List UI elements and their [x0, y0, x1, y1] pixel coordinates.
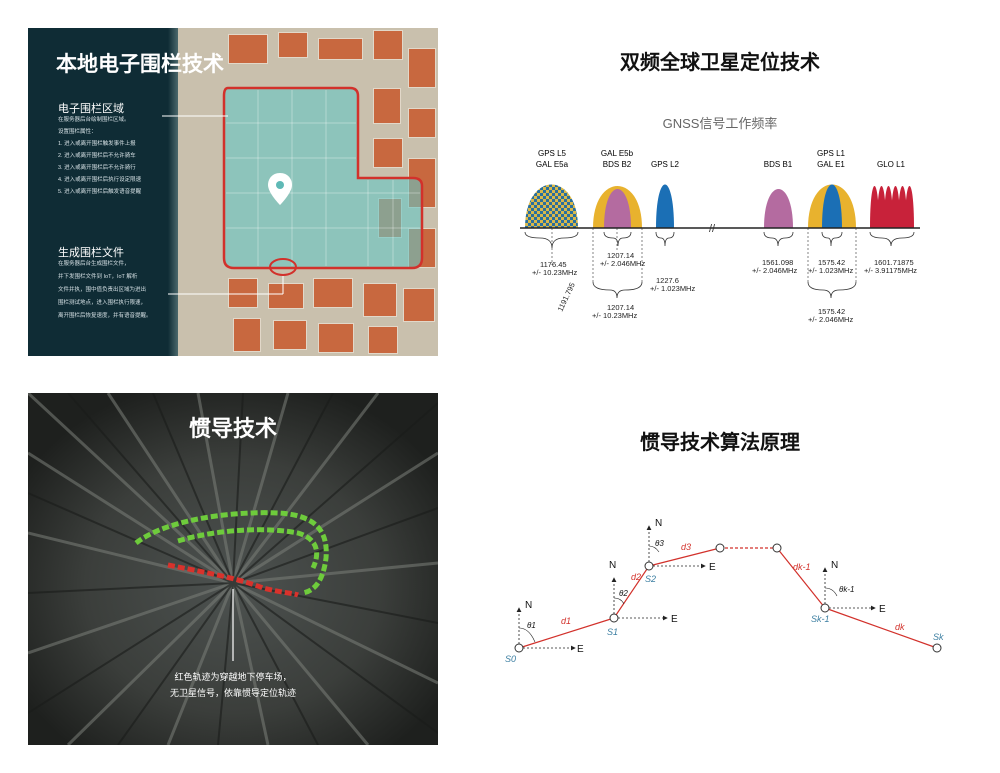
distance-label: d2: [631, 572, 641, 582]
freq-value: 1207.14: [607, 303, 634, 312]
signal-label: BDS B2: [603, 160, 632, 169]
freq-bw: +/- 2.046MHz: [752, 266, 797, 275]
map-building: [228, 34, 268, 64]
area-heading: 电子围栏区域: [58, 103, 124, 115]
algo-title: 惯导技术算法原理: [640, 432, 800, 454]
map-building: [318, 38, 363, 60]
spectrum-gps-l1: [822, 184, 842, 228]
aerial-city: [28, 393, 438, 745]
ins-title: 惯导技术: [188, 416, 277, 441]
freq-bw: +/- 2.046MHz: [600, 259, 645, 268]
map-building: [403, 288, 435, 322]
angle-label: θ1: [527, 621, 536, 630]
map-building: [373, 88, 401, 124]
ins-algorithm-diagram: N E N E N E N E d1 d2 d3 dk-1 dk θ1 θ2 θ…: [505, 518, 944, 664]
map-building: [268, 283, 304, 309]
map-building: [313, 278, 353, 308]
geofence-panel: 本地电子围栏技术 电子围栏区域 在服务器后台绘制围栏区域。 设置围栏属性： 1.…: [28, 28, 438, 356]
freq-bw: +/- 10.23MHz: [532, 268, 577, 277]
spectrum-gps-l2: [656, 184, 674, 228]
node-s3: [715, 543, 725, 553]
map-building: [228, 278, 258, 308]
green-trajectory: [134, 510, 329, 596]
gnss-chart-title: GNSS信号工作频率: [663, 116, 778, 131]
node-s4: [772, 543, 782, 553]
state-label: S0: [505, 654, 516, 664]
signal-label: GAL E5b: [601, 149, 634, 158]
state-label: S1: [607, 627, 618, 637]
distance-label: d1: [561, 616, 571, 626]
distance-label: d3: [681, 542, 691, 552]
east-label: E: [879, 604, 886, 615]
north-label: N: [655, 518, 662, 529]
north-label: N: [525, 600, 532, 611]
area-lines: 在服务器后台绘制围栏区域。 设置围栏属性： 1. 进入或离开围栏触发事件上报 2…: [58, 117, 142, 195]
angle-label: θ3: [655, 539, 664, 548]
map-building: [273, 320, 307, 350]
freq-value: 1176.45: [540, 260, 567, 269]
freq-value: 1227.6: [656, 276, 679, 285]
node-s1: [609, 613, 619, 623]
node-s0: [514, 643, 524, 653]
node-sk: [932, 643, 942, 653]
spectrum-glo-l1: [870, 186, 914, 228]
freq-bw: +/- 1.023MHz: [808, 266, 853, 275]
freq-value: 1575.42: [818, 258, 845, 267]
freq-value: 1561.098: [762, 258, 793, 267]
map-building: [373, 30, 403, 60]
axis-break: //: [709, 223, 716, 235]
map-building: [368, 326, 398, 354]
map-building: [363, 283, 397, 317]
ins-panel: 惯导技术 红色轨迹为穿越地下停车场， 无卫星信号，依靠惯导定位轨迹: [28, 393, 438, 745]
gnss-title: 双频全球卫星定位技术: [620, 52, 820, 74]
node-s2: [644, 561, 654, 571]
signal-label: GPS L1: [817, 149, 846, 158]
map-building: [373, 138, 403, 168]
signal-label: BDS B1: [764, 160, 793, 169]
state-label: Sk: [933, 632, 944, 642]
distance-label: dk-1: [793, 562, 811, 572]
map-building: [408, 48, 436, 88]
red-trajectory: [167, 562, 299, 598]
ins-caption: 红色轨迹为穿越地下停车场， 无卫星信号，依靠惯导定位轨迹: [169, 672, 296, 698]
freq-value: 1575.42: [818, 307, 845, 316]
map-building: [278, 32, 308, 58]
freq-bw: +/- 10.23MHz: [592, 311, 637, 320]
east-label: E: [577, 644, 584, 655]
geofence-overlay: [162, 86, 424, 295]
north-label: N: [831, 560, 838, 571]
freq-bw: +/- 2.046MHz: [808, 315, 853, 324]
signal-label: GPS L2: [651, 160, 680, 169]
angle-label: θk-1: [839, 585, 854, 594]
signal-label: GPS L5: [538, 149, 567, 158]
spectrum-gps-l5: [525, 184, 578, 228]
north-label: N: [609, 560, 616, 571]
spectrum-bds-b2: [604, 189, 631, 228]
file-lines: 在服务器后台生成围栏文件， 并下发围栏文件到 IoT，IoT 解析 文件并执，围…: [58, 261, 152, 319]
freq-bw: +/- 3.91175MHz: [864, 266, 917, 275]
map-building: [318, 323, 354, 353]
gnss-frequency-diagram: GNSS信号工作频率 GPS L5 GAL E5a GAL E5b BDS B2…: [520, 116, 920, 324]
freq-bw: +/- 1.023MHz: [650, 284, 695, 293]
map-building: [233, 318, 261, 352]
freq-value: 1207.14: [607, 251, 634, 260]
geofence-title: 本地电子围栏技术: [56, 53, 224, 76]
location-pin-icon: [268, 173, 292, 205]
signal-label: GAL E1: [817, 160, 845, 169]
angle-label: θ2: [619, 589, 628, 598]
file-heading: 生成围栏文件: [58, 247, 124, 259]
freq-value: 1191.795: [556, 281, 577, 313]
node-sk1: [820, 603, 830, 613]
east-label: E: [671, 614, 678, 625]
freq-value: 1601.71875: [874, 258, 914, 267]
east-label: E: [709, 562, 716, 573]
map-building: [408, 108, 436, 138]
signal-label: GLO L1: [877, 160, 906, 169]
signal-label: GAL E5a: [536, 160, 569, 169]
distance-label: dk: [895, 622, 905, 632]
spectrum-bds-b1: [764, 189, 793, 228]
state-label: Sk-1: [811, 614, 830, 624]
state-label: S2: [645, 574, 656, 584]
